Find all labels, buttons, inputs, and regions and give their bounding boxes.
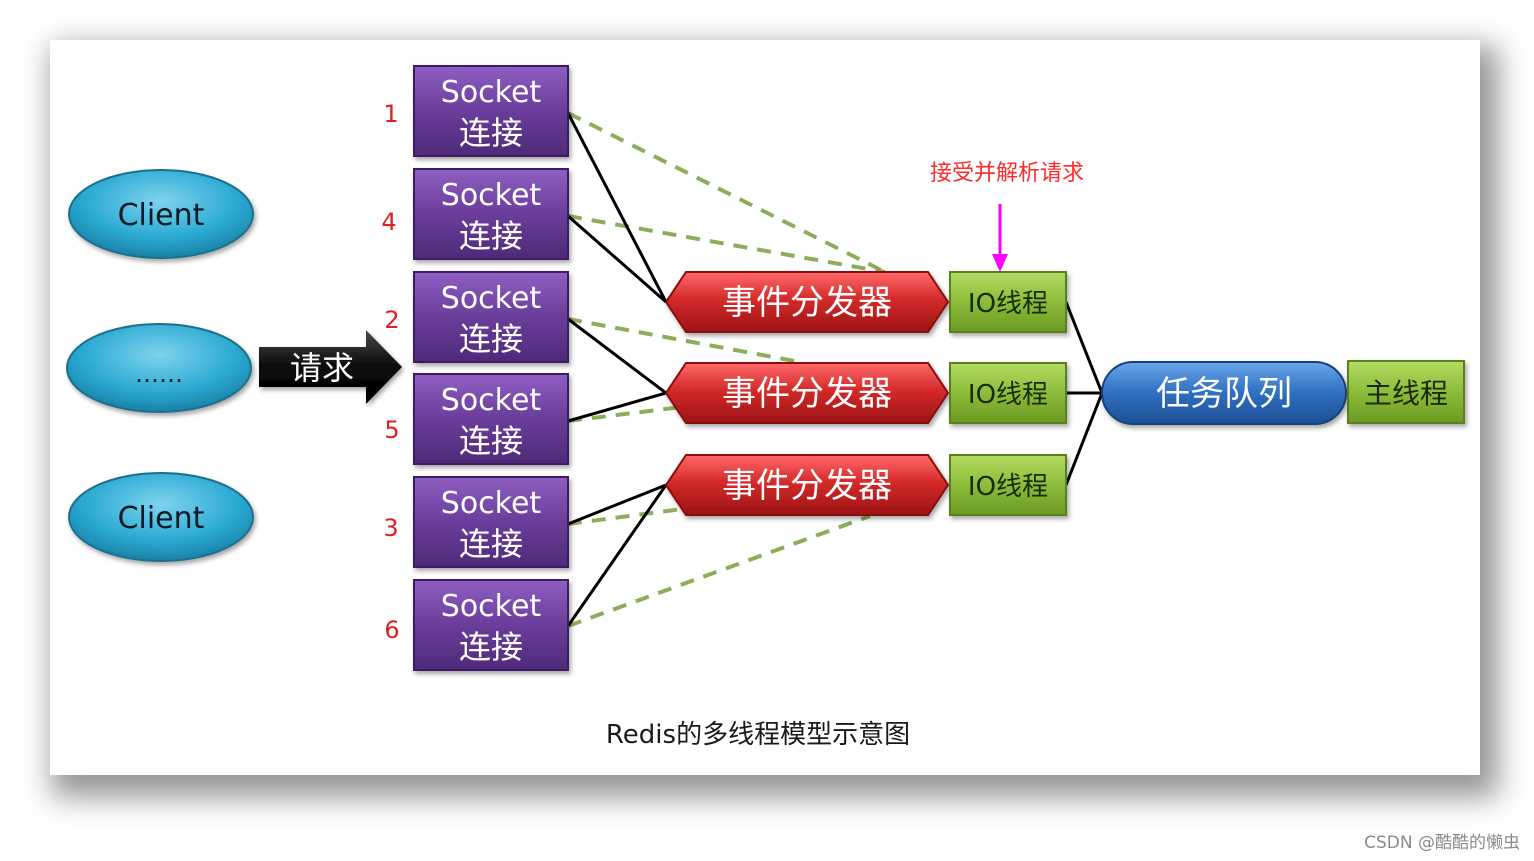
socket-line2: 连接 bbox=[459, 628, 523, 666]
dashed-line bbox=[567, 506, 691, 526]
socket-number: 1 bbox=[383, 100, 398, 128]
socket-line2: 连接 bbox=[459, 525, 523, 563]
client-label: Client bbox=[118, 198, 205, 233]
io-thread-label: IO线程 bbox=[968, 472, 1048, 502]
socket-box: Socket 连接 bbox=[413, 168, 569, 260]
client-node: Client bbox=[68, 472, 254, 562]
io-thread-label: IO线程 bbox=[968, 289, 1048, 319]
socket-box: Socket 连接 bbox=[413, 373, 569, 465]
dispatcher-label: 事件分发器 bbox=[722, 283, 892, 323]
dashed-connectors bbox=[567, 111, 886, 628]
socket-line1: Socket bbox=[441, 75, 542, 110]
socket-number: 3 bbox=[383, 514, 398, 542]
socket-line1: Socket bbox=[441, 281, 542, 316]
main-thread-label: 主线程 bbox=[1364, 377, 1448, 410]
socket-line2: 连接 bbox=[459, 320, 523, 358]
socket-number: 4 bbox=[381, 208, 396, 236]
socket-line1: Socket bbox=[441, 589, 542, 624]
io-thread-label: IO线程 bbox=[968, 380, 1048, 410]
event-dispatcher: 事件分发器 bbox=[664, 454, 950, 516]
socket-box: Socket 连接 bbox=[413, 65, 569, 157]
request-arrow: 请求 bbox=[259, 330, 402, 404]
dashed-line bbox=[567, 111, 886, 274]
solid-line bbox=[1064, 392, 1104, 486]
socket-line2: 连接 bbox=[459, 422, 523, 460]
dispatcher-label: 事件分发器 bbox=[722, 466, 892, 506]
socket-number: 2 bbox=[384, 306, 399, 334]
dashed-line bbox=[567, 514, 871, 628]
socket-numbers: 1 4 2 5 3 6 bbox=[381, 100, 399, 644]
solid-line bbox=[566, 112, 668, 303]
socket-line2: 连接 bbox=[459, 217, 523, 255]
socket-line2: 连接 bbox=[459, 114, 523, 152]
task-queue-label: 任务队列 bbox=[1156, 374, 1292, 414]
dispatcher-label: 事件分发器 bbox=[722, 374, 892, 414]
solid-line bbox=[567, 483, 667, 526]
solid-connectors bbox=[566, 112, 1104, 627]
request-label: 请求 bbox=[290, 349, 354, 387]
solid-line bbox=[566, 484, 668, 627]
watermark: CSDN @酷酷的懒虫 bbox=[1364, 833, 1520, 853]
annotation-text: 接受并解析请求 bbox=[930, 161, 1084, 186]
main-thread-box: 主线程 bbox=[1347, 360, 1465, 424]
client-node: …… bbox=[66, 323, 252, 413]
socket-box: Socket 连接 bbox=[413, 476, 569, 568]
io-thread-box: IO线程 bbox=[949, 454, 1067, 516]
client-node: Client bbox=[68, 169, 254, 259]
client-label: Client bbox=[118, 501, 205, 536]
event-dispatcher: 事件分发器 bbox=[664, 271, 950, 333]
socket-line1: Socket bbox=[441, 486, 542, 521]
solid-line bbox=[567, 391, 667, 423]
socket-box: Socket 连接 bbox=[413, 579, 569, 671]
dashed-line bbox=[567, 214, 886, 274]
solid-line bbox=[567, 214, 667, 304]
event-dispatcher: 事件分发器 bbox=[664, 362, 950, 424]
socket-number: 6 bbox=[384, 616, 399, 644]
socket-box: Socket 连接 bbox=[413, 271, 569, 363]
dashed-line bbox=[567, 404, 691, 423]
solid-line bbox=[1064, 301, 1104, 394]
solid-line bbox=[567, 317, 667, 395]
task-queue: 任务队列 bbox=[1101, 361, 1347, 425]
socket-line1: Socket bbox=[441, 383, 542, 418]
diagram-caption: Redis的多线程模型示意图 bbox=[606, 720, 910, 750]
socket-line1: Socket bbox=[441, 178, 542, 213]
io-thread-box: IO线程 bbox=[949, 271, 1067, 333]
annotation-arrow bbox=[992, 204, 1008, 272]
io-thread-box: IO线程 bbox=[949, 362, 1067, 424]
client-label: …… bbox=[135, 360, 183, 388]
dashed-line bbox=[567, 317, 801, 364]
socket-number: 5 bbox=[384, 416, 399, 444]
